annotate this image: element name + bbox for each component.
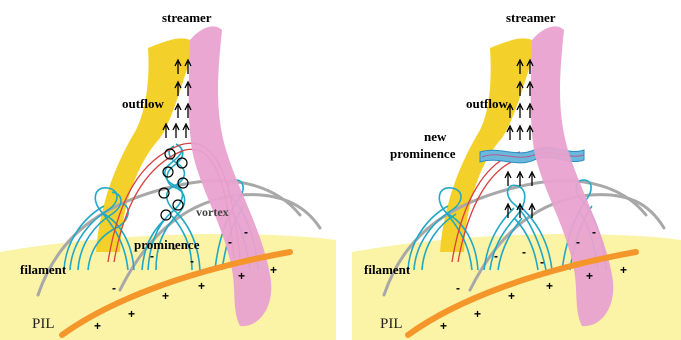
- filament-label: filament: [20, 262, 67, 277]
- pil-label: PIL: [32, 316, 55, 332]
- minus-sign: -: [112, 281, 116, 295]
- outflow-label: outflow: [122, 96, 165, 111]
- plus-sign: +: [162, 289, 169, 303]
- prominence-label: prominence: [134, 237, 200, 252]
- plus-sign: +: [620, 263, 627, 277]
- plus-sign: +: [508, 289, 515, 303]
- plus-sign: +: [474, 307, 481, 321]
- plus-sign: +: [586, 269, 593, 283]
- minus-sign: -: [456, 281, 460, 295]
- plus-sign: +: [128, 307, 135, 321]
- plus-sign: +: [546, 279, 553, 293]
- minus-sign: -: [190, 254, 194, 268]
- plus-sign: +: [198, 279, 205, 293]
- minus-sign: -: [576, 235, 580, 249]
- streamer-label: streamer: [506, 10, 556, 25]
- outflow-label: outflow: [466, 96, 509, 111]
- plus-sign: +: [270, 263, 277, 277]
- left-panel: - - - - - - + + + + + + streamer outflow…: [0, 10, 336, 340]
- plus-sign: +: [94, 319, 101, 333]
- new-prominence-label-line2: prominence: [390, 146, 456, 161]
- pil-label: PIL: [380, 316, 403, 332]
- minus-sign: -: [540, 255, 544, 269]
- plus-sign: +: [440, 319, 447, 333]
- new-prominence-label-line1: new: [424, 129, 447, 144]
- minus-sign: -: [228, 235, 232, 249]
- filament-label: filament: [364, 262, 411, 277]
- streamer-label: streamer: [162, 10, 212, 25]
- right-panel: - - - - - - + + + + + + streamer outflow…: [352, 10, 681, 340]
- plus-sign: +: [238, 269, 245, 283]
- vortex-label: vortex: [196, 205, 229, 219]
- minus-sign: -: [592, 225, 596, 239]
- minus-sign: -: [244, 225, 248, 239]
- minus-sign: -: [522, 245, 526, 259]
- minus-sign: -: [494, 249, 498, 263]
